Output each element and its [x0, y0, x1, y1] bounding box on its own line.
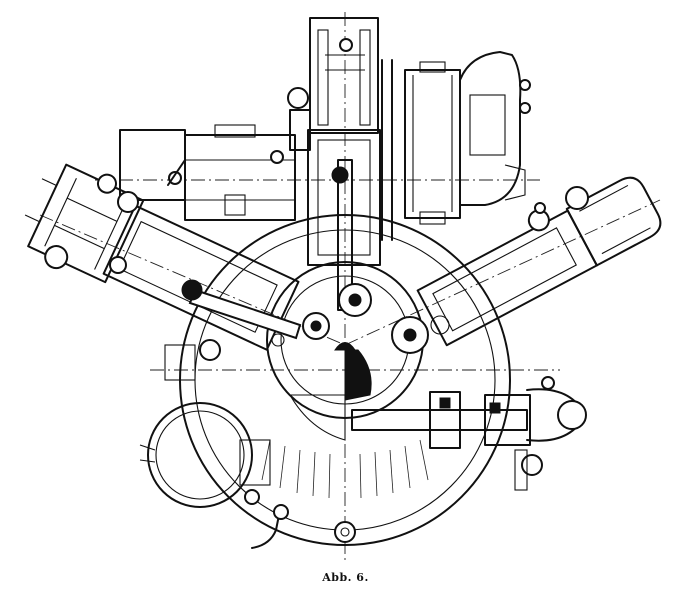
- right-cylinder: [416, 176, 662, 347]
- figure-caption: Abb. 6.: [322, 571, 369, 584]
- left-cylinder: [24, 163, 300, 351]
- magneto: [404, 51, 531, 225]
- left-connecting-rod: [181, 279, 330, 340]
- vertical-cylinder: [287, 17, 393, 311]
- crankshaft: [271, 283, 372, 351]
- gear-shaft: [351, 376, 587, 491]
- oil-filter: [139, 402, 289, 549]
- left-upper-housing: [119, 124, 296, 221]
- right-connecting-rod: [391, 186, 589, 354]
- left-mounts: [109, 159, 221, 381]
